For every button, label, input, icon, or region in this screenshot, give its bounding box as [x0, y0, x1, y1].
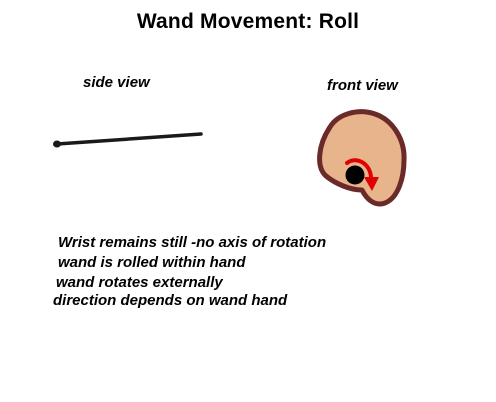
note-rotates-externally: wand rotates externally — [56, 274, 223, 291]
front-view-hand — [317, 109, 407, 207]
note-wrist-still: Wrist remains still -no axis of rotation — [58, 234, 327, 251]
diagram-title: Wand Movement: Roll — [136, 10, 360, 33]
front-view-label: front view — [327, 77, 398, 94]
side-view-wand — [53, 132, 203, 148]
hand-shape — [317, 109, 407, 207]
wand-shaft — [55, 132, 203, 146]
note-direction-depends: direction depends on wand hand — [53, 292, 288, 309]
wand-tip — [345, 165, 365, 185]
rotation-arrow — [345, 158, 373, 179]
wand-handle-end — [53, 140, 61, 148]
note-rolled-in-hand: wand is rolled within hand — [58, 254, 246, 271]
side-view-label: side view — [83, 74, 150, 91]
rotation-arrowhead — [364, 177, 379, 191]
